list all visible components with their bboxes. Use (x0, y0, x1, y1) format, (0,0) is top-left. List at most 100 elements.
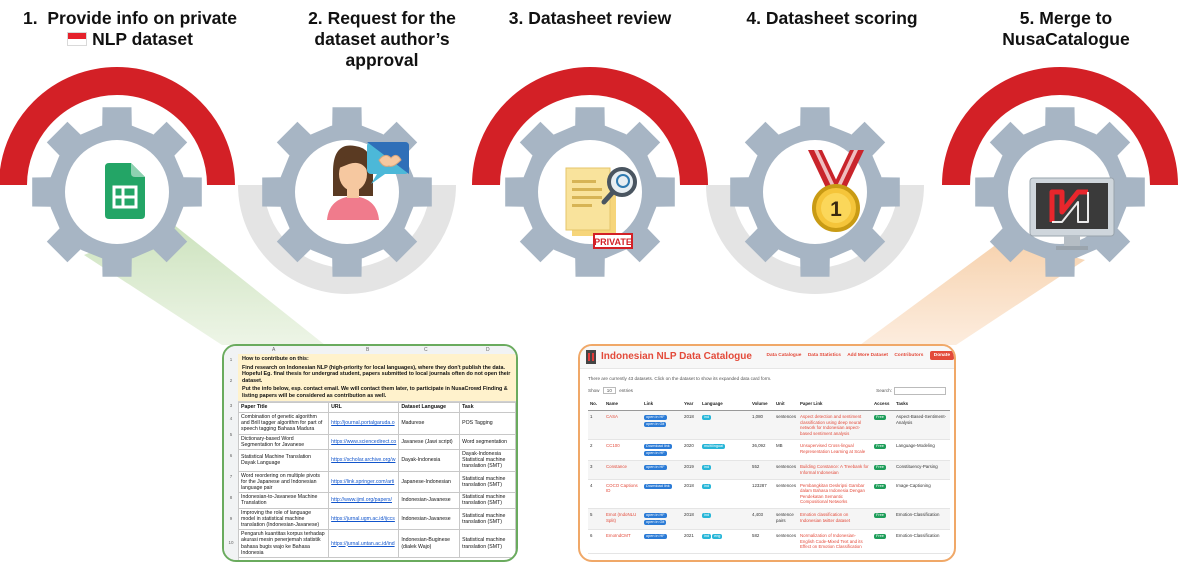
url-link[interactable]: https://www.sciencedirect.co (328, 433, 400, 451)
paper-link[interactable]: Emotion classification on Indonesian twi… (798, 508, 872, 530)
dataset-name-link[interactable]: CASA (604, 410, 642, 441)
table-row: Statistical Machine Translation Dayak La… (237, 449, 516, 472)
header-language[interactable]: Language (700, 398, 750, 411)
medal-number: 1 (830, 198, 842, 221)
dataset-name-link[interactable]: Emot (IndoNLU Split) (604, 508, 642, 530)
paper-link[interactable]: Building Constance: A Treebank for Infor… (798, 460, 872, 480)
url-link[interactable]: https://scholar.archive.org/w (328, 449, 400, 472)
volume-cell: 4,403 (750, 508, 774, 530)
dataset-name-link[interactable]: CC100 (604, 439, 642, 462)
header-link[interactable]: Link (642, 398, 682, 411)
row-number: 9 (229, 516, 233, 521)
dataset-link-button[interactable]: open in HF (644, 415, 667, 420)
step-2-number: 2. (308, 8, 323, 28)
url-link[interactable]: https://link.springer.com/arti (328, 470, 400, 494)
connector-arc-4-5 (706, 184, 924, 294)
url-link[interactable]: https://jurnal.untan.ac.id/ind (328, 529, 400, 559)
dataset-link-button[interactable]: open in HF (644, 512, 667, 518)
nav-add-more-dataset[interactable]: Add More Dataset (847, 353, 888, 358)
dataset-name-link[interactable]: COCO Captions ID (604, 479, 642, 509)
step-2-title-line2: dataset author’s (314, 29, 450, 49)
year-cell: 2019 (682, 460, 700, 480)
url-link[interactable]: https://jurnal.ugm.ac.id/ijccs (328, 507, 400, 531)
url-link[interactable]: http://www.ijml.org/papers/ (328, 492, 400, 509)
dataset-link-button[interactable]: open in Git (644, 422, 667, 427)
unit-cell: MB (774, 439, 798, 462)
paper-link[interactable]: Unsupervised Cross-lingual Representatio… (798, 439, 872, 462)
paper-link[interactable]: Pembangkitan Deskripsi Gambar dalam Baha… (798, 479, 872, 509)
header-name[interactable]: Name (604, 398, 642, 411)
volume-cell: 1,080 (750, 410, 774, 441)
year-cell: 2018 (682, 410, 700, 441)
header-access[interactable]: Access (872, 398, 894, 411)
dataset-link-button[interactable]: Download link (644, 444, 672, 450)
language-badge: ind (702, 415, 712, 420)
paper-title-cell: Combination of genetic algorithm and Bri… (237, 412, 330, 435)
header-tasks[interactable]: Tasks (894, 398, 950, 411)
tasks-cell: Aspect-Based-Sentiment-Analysis (894, 410, 950, 441)
unit-cell: sentences (774, 460, 798, 480)
dataset-name-link[interactable]: EmoIndCMT (604, 529, 642, 554)
dataset-link-button[interactable]: open in HF (644, 451, 667, 457)
row-number: 6 (229, 453, 233, 458)
task-cell: Word segmentation (459, 433, 516, 451)
donate-button[interactable]: Donate (929, 351, 954, 360)
nav-data-catalogue[interactable]: Data Catalogue (766, 353, 802, 358)
header-paper-link[interactable]: Paper Link (798, 398, 872, 411)
unit-cell: sentence pairs (774, 508, 798, 530)
paper-link[interactable]: Aspect detection and sentiment classific… (798, 410, 872, 441)
tasks-cell: Emotion-Classification (894, 529, 950, 554)
unit-cell: sentences (774, 479, 798, 509)
header-url: URL (328, 402, 400, 413)
access-cell: Free (872, 479, 894, 509)
entries-select[interactable]: 10 (602, 387, 616, 394)
dataset-link-button[interactable]: Download link (644, 483, 672, 489)
header-unit[interactable]: Unit (774, 398, 798, 411)
link-cell: Download link (642, 479, 682, 509)
year-cell: 2021 (682, 529, 700, 554)
access-badge: Free (874, 465, 886, 471)
instructions-paragraph-1: Find research on Indonesian NLP (high-pr… (242, 364, 511, 384)
dataset-link-button[interactable]: open in Git (644, 519, 667, 525)
language-cell: Madurese (398, 412, 461, 435)
nav-contributors[interactable]: Contributors (894, 353, 924, 358)
dataset-link-button[interactable]: open in HF (644, 465, 667, 471)
step-5-title-line1: Merge to (1039, 8, 1113, 28)
column-letter: B (366, 347, 370, 353)
header-volume[interactable]: Volume (750, 398, 774, 411)
table-header-row: Paper Title URL Dataset Language Task (237, 402, 516, 413)
paper-link[interactable]: Normalization of Indonesian-English Code… (798, 529, 872, 554)
url-link[interactable]: http://journal.portalgaruda.o (328, 412, 400, 435)
dataset-link-button[interactable]: open in HF (644, 533, 667, 539)
search-input[interactable] (894, 387, 946, 395)
nav-data-statistics[interactable]: Data Statistics (807, 353, 841, 358)
dataset-name-link[interactable]: Constance (604, 460, 642, 480)
header-paper-title: Paper Title (237, 402, 330, 413)
language-cell: multilingual (700, 439, 750, 462)
access-badge: Free (874, 533, 886, 539)
task-cell: Statistical machine translation (SMT) (459, 507, 516, 531)
row-number: 2 (229, 378, 233, 383)
language-badge: ind (702, 465, 712, 471)
header-year[interactable]: Year (682, 398, 700, 411)
language-badge: ind (702, 512, 712, 518)
language-cell: Indonesian-Javanese (398, 507, 461, 531)
column-letter: D (486, 347, 490, 353)
link-cell: open in HF (642, 529, 682, 554)
contribution-instructions: How to contribute on this: Find research… (238, 354, 516, 402)
row-number: 7 (229, 474, 233, 479)
task-cell: POS Tagging (459, 412, 516, 435)
search-label: Search: (876, 388, 892, 394)
header-no[interactable]: No. (588, 398, 604, 411)
task-cell: Dayak-Indonesia Statistical machine tran… (459, 449, 516, 472)
language-cell: Indonesian-Buginese (dialek Wajo) (398, 529, 461, 559)
